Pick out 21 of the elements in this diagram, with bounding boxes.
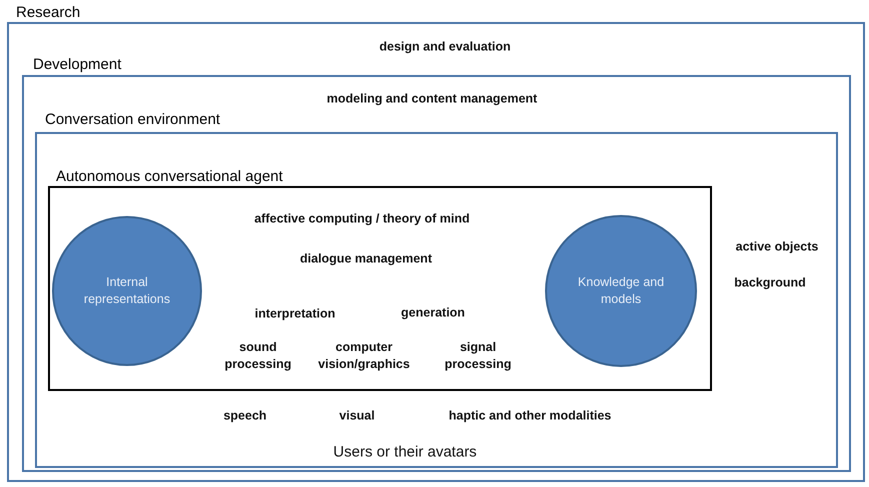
text-label: Users or their avatars bbox=[333, 444, 477, 460]
circle-label: Internal representations bbox=[82, 274, 172, 308]
circle-label: Knowledge and models bbox=[576, 274, 666, 308]
box-title: Research bbox=[16, 4, 80, 21]
text-label: computer vision/graphics bbox=[317, 339, 411, 373]
text-label: generation bbox=[401, 304, 465, 322]
text-label: design and evaluation bbox=[379, 38, 511, 56]
text-label: background bbox=[734, 274, 806, 292]
box-title: Development bbox=[33, 56, 122, 73]
text-label: speech bbox=[223, 408, 267, 424]
box-title: Autonomous conversational agent bbox=[56, 168, 283, 185]
text-label: haptic and other modalities bbox=[448, 408, 612, 424]
text-label: visual bbox=[339, 408, 375, 424]
box-title: Conversation environment bbox=[45, 111, 220, 128]
text-label: affective computing / theory of mind bbox=[254, 210, 470, 228]
text-label: signal processing bbox=[444, 339, 512, 373]
text-label: dialogue management bbox=[300, 250, 432, 268]
text-label: sound processing bbox=[224, 339, 292, 373]
text-label: active objects bbox=[736, 238, 818, 256]
text-label: interpretation bbox=[254, 306, 336, 322]
text-label: modeling and content management bbox=[326, 90, 538, 108]
